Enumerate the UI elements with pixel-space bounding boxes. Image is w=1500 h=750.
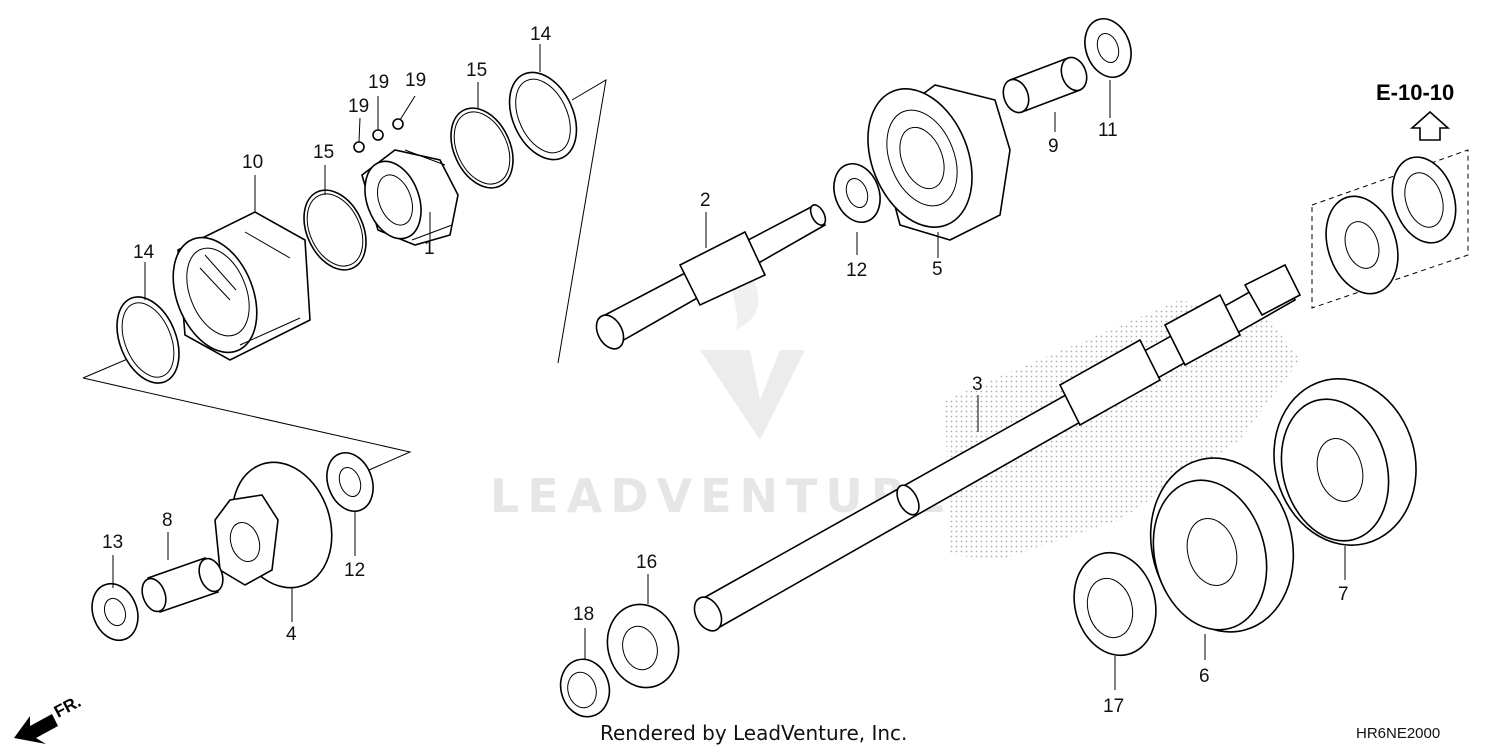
label-part-4: 4 (286, 624, 297, 645)
part-13-washer (91, 582, 139, 642)
part-7-gear (1273, 378, 1417, 546)
label-part-14-left: 14 (133, 242, 155, 263)
part-4-gear (214, 461, 333, 589)
part-5-gear (867, 84, 1011, 241)
label-part-8: 8 (162, 510, 173, 531)
label-part-12-upper: 12 (846, 260, 867, 281)
label-part-15-left: 15 (313, 142, 334, 163)
part-10-shift-sleeve (172, 211, 311, 361)
leadventure-watermark: LEADVENTURE (490, 260, 946, 523)
explode-lines-left (82, 79, 607, 475)
shading-area (945, 300, 1300, 560)
label-part-9: 9 (1048, 136, 1059, 157)
front-direction-arrow (14, 714, 58, 744)
reference-arrow (1409, 110, 1451, 141)
label-part-17: 17 (1103, 696, 1124, 717)
label-part-16: 16 (636, 552, 657, 573)
label-part-12-lower: 12 (344, 560, 365, 581)
label-part-14-right: 14 (530, 24, 552, 45)
part-3-mainshaft (693, 263, 1302, 632)
front-direction-label: FR. (51, 692, 84, 722)
part-17-bearing (1073, 551, 1157, 657)
reference-label: E-10-10 (1376, 80, 1454, 105)
part-2-countershaft (595, 203, 827, 350)
part-11-washer (1084, 18, 1132, 78)
label-part-15-right: 15 (466, 60, 487, 81)
part-15-ring-right (450, 107, 514, 189)
part-19-balls (353, 118, 404, 153)
label-part-3: 3 (972, 374, 983, 395)
part-8-bushing (141, 556, 224, 614)
bearing-assembly-e-10-10 (1311, 149, 1469, 309)
label-part-7: 7 (1338, 584, 1349, 605)
label-part-13: 13 (102, 532, 123, 553)
part-15-ring-left (303, 189, 367, 271)
footer-credit: Rendered by LeadVenture, Inc. (600, 721, 907, 745)
label-part-19-b: 19 (368, 72, 389, 93)
label-part-6: 6 (1199, 666, 1210, 687)
label-part-19-a: 19 (348, 96, 369, 117)
part-12-washer-upper (833, 163, 881, 223)
part-12-washer-lower (326, 452, 374, 512)
leader-lines (112, 44, 1346, 690)
part-1-gear (361, 149, 459, 246)
part-9-bushing (1002, 56, 1088, 114)
label-part-19-c: 19 (405, 70, 426, 91)
label-part-5: 5 (932, 259, 943, 280)
part-14-snap-ring-left (116, 296, 180, 384)
part-16-bearing (606, 603, 680, 689)
label-part-11: 11 (1098, 120, 1118, 141)
part-18-seal (559, 658, 611, 718)
label-part-10: 10 (242, 152, 263, 173)
label-part-1: 1 (424, 238, 435, 259)
label-part-18: 18 (573, 604, 594, 625)
diagram-code: HR6NE2000 (1356, 725, 1440, 742)
part-14-snap-ring-right (508, 71, 578, 161)
part-6-gear (1149, 457, 1295, 633)
label-part-2: 2 (700, 190, 711, 211)
